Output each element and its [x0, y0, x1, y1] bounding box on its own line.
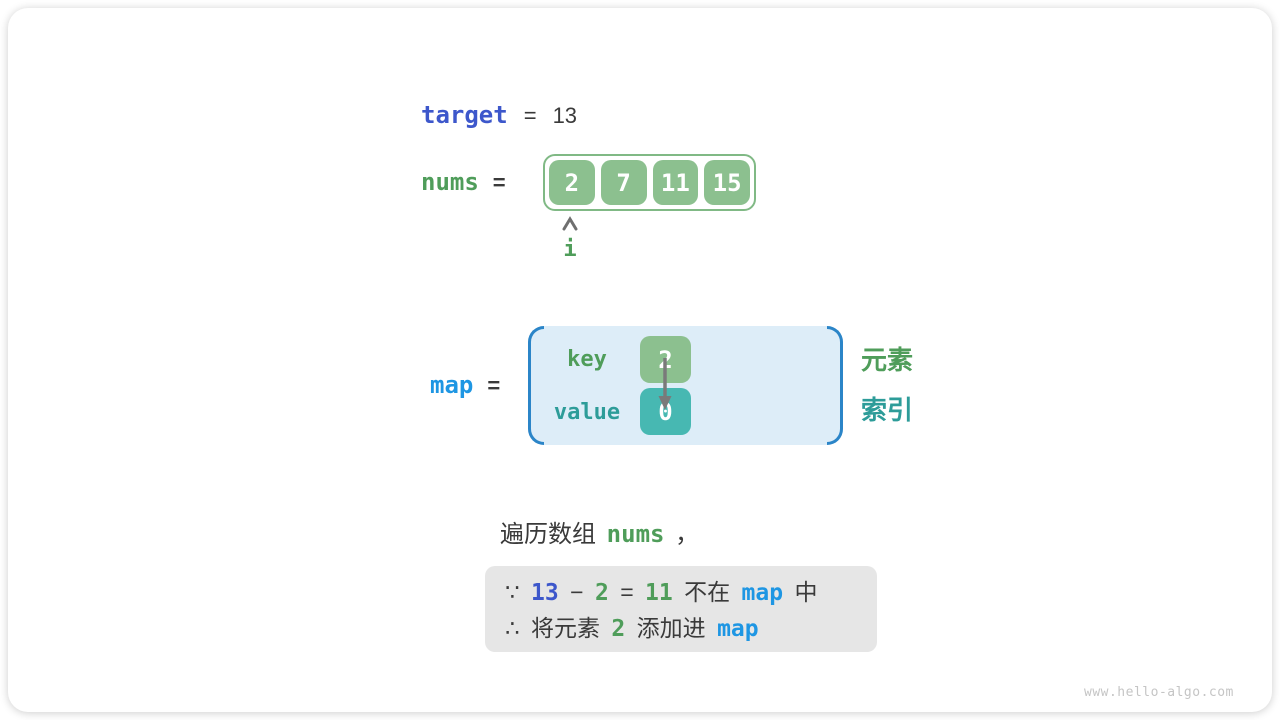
text-segment: 不在 — [672, 579, 742, 605]
text-segment: = — [608, 579, 646, 605]
diagram-card: target = 13 nums = 2 7 11 15 i map = key — [8, 8, 1272, 712]
text-segment: ， — [664, 521, 700, 548]
text-segment: 遍历数组 — [500, 521, 607, 548]
text-segment: nums — [606, 520, 665, 548]
array-cell-1: 7 — [600, 160, 647, 205]
map-value-label: value — [553, 400, 621, 425]
legend-index: 索引 — [861, 395, 914, 425]
key-to-value-arrow-icon — [658, 358, 672, 410]
site-watermark: www.hello-algo.com — [1084, 685, 1234, 700]
nums-variable-label: nums — [421, 168, 479, 196]
index-pointer-caret-icon — [562, 216, 578, 231]
text-segment: ∵ — [505, 579, 532, 605]
text-segment: map — [717, 616, 759, 642]
array-cell-0: 2 — [549, 160, 595, 205]
text-segment: 2 — [594, 580, 609, 606]
target-equals-sign: = — [523, 103, 537, 128]
note-line-2: ∴ 将元素 2 添加进 map — [505, 611, 877, 647]
text-segment: ∴ 将元素 — [505, 615, 612, 641]
map-left-bracket — [528, 326, 544, 445]
nums-array: 2 7 11 15 — [543, 154, 756, 211]
text-segment: map — [741, 580, 784, 606]
text-segment: 13 — [531, 580, 559, 606]
text-segment: 添加进 — [625, 615, 718, 641]
array-cell-2: 11 — [652, 160, 699, 205]
legend-element: 元素 — [861, 345, 914, 375]
array-cell-3: 15 — [704, 160, 750, 205]
map-key-label: key — [567, 347, 607, 372]
reasoning-note-box: ∵ 13 − 2 = 11 不在 map 中 ∴ 将元素 2 添加进 map — [485, 566, 877, 652]
text-segment: − — [558, 579, 595, 605]
index-pointer-label: i — [563, 237, 577, 262]
nums-equals-sign: = — [492, 170, 506, 195]
map-equals-sign: = — [487, 373, 501, 398]
map-variable-label: map — [430, 371, 474, 399]
text-segment: 2 — [611, 616, 626, 642]
target-variable-label: target — [421, 101, 508, 129]
map-container: key value 2 0 — [528, 326, 843, 445]
text-segment: 11 — [645, 580, 673, 606]
target-value: 13 — [552, 103, 578, 128]
text-segment: 中 — [783, 579, 818, 605]
map-right-bracket — [827, 326, 843, 445]
target-assignment: target = 13 — [421, 101, 577, 129]
note-line-1: ∵ 13 − 2 = 11 不在 map 中 — [505, 575, 877, 611]
nums-assignment: nums = — [421, 168, 506, 196]
map-assignment: map = — [430, 371, 500, 399]
caption-text: 遍历数组 nums ， — [500, 519, 699, 550]
